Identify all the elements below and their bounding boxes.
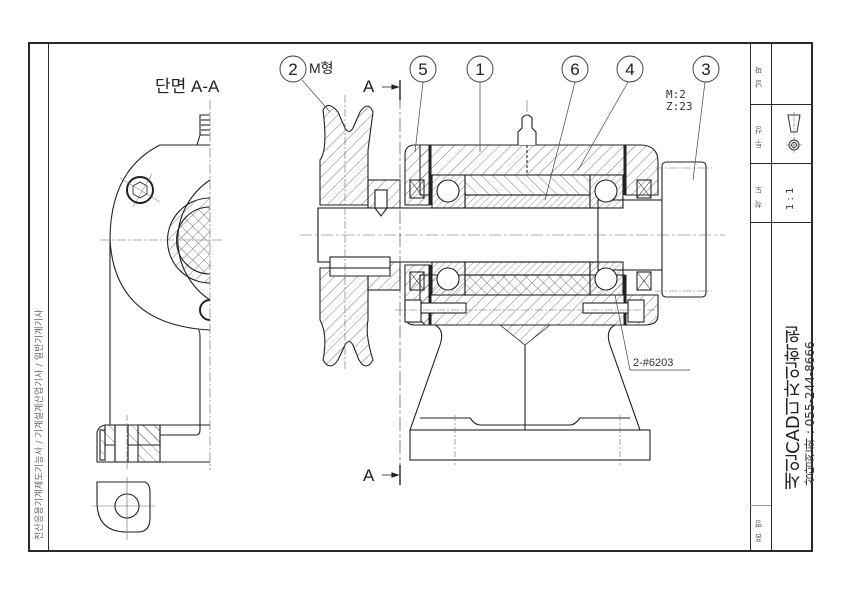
balloon-2: 2 xyxy=(279,55,307,83)
bearing-callout: 2-#6203 xyxy=(633,357,673,369)
balloon-4: 4 xyxy=(616,55,644,83)
svg-text:6: 6 xyxy=(570,60,579,79)
title-block-row-line xyxy=(750,104,813,105)
title-block-row-line xyxy=(750,163,813,164)
section-mark-bottom: A xyxy=(363,466,375,485)
third-angle-projection-icon xyxy=(786,112,802,153)
section-title: 단면 A-A xyxy=(155,77,220,96)
svg-text:3: 3 xyxy=(701,60,710,79)
belt-type-note: M형 xyxy=(309,60,334,76)
title-block-row-line xyxy=(750,505,771,506)
bearing xyxy=(431,174,624,296)
svg-text:2: 2 xyxy=(288,60,297,79)
title-block-row-line xyxy=(750,222,813,223)
svg-text:4: 4 xyxy=(625,60,634,79)
gear-teeth-note: Z:23 xyxy=(666,100,693,113)
leader-lines xyxy=(301,79,706,371)
drawing-frame xyxy=(28,42,813,552)
balloon-3: 3 xyxy=(692,55,720,83)
v-pulley-lower xyxy=(319,267,374,367)
svg-text:1: 1 xyxy=(475,60,484,79)
balloon-6: 6 xyxy=(561,55,589,83)
title-block xyxy=(750,42,813,552)
spur-gear xyxy=(661,161,707,298)
left-title-strip xyxy=(28,42,49,552)
balloon-1: 1 xyxy=(466,55,494,83)
title-block-divider xyxy=(771,42,772,552)
section-view-a-a xyxy=(92,100,222,540)
assembly-section-view xyxy=(300,80,725,485)
svg-text:5: 5 xyxy=(418,60,427,79)
section-mark-top: A xyxy=(363,77,375,96)
v-pulley xyxy=(319,104,374,206)
balloon-5: 5 xyxy=(409,55,437,83)
gear-module-note: M:2 xyxy=(666,88,686,101)
